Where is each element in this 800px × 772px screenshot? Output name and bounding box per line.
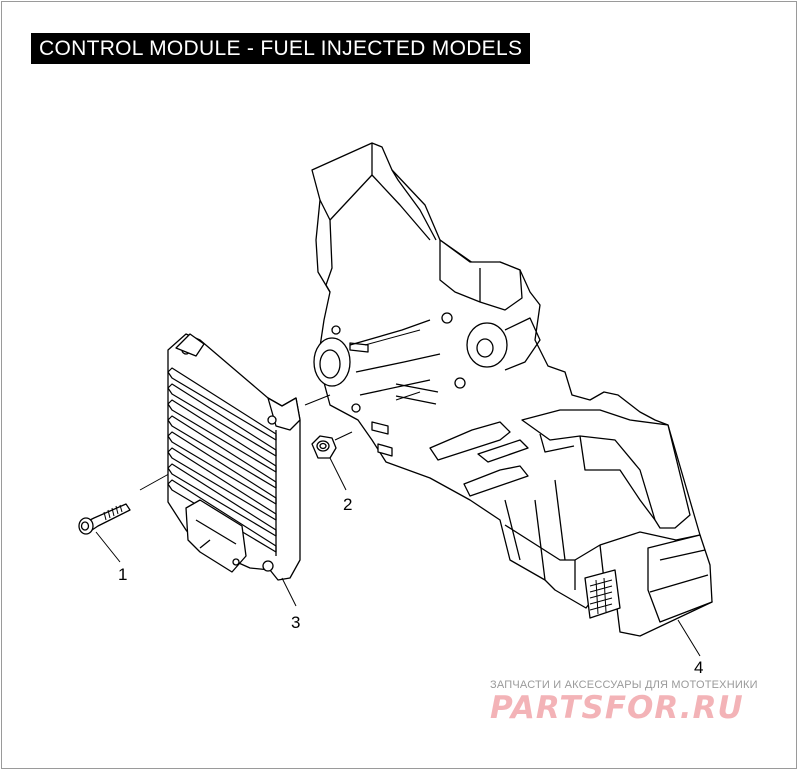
diagram-title: CONTROL MODULE - FUEL INJECTED MODELS — [31, 33, 531, 64]
leader-lines — [95, 457, 701, 657]
part-2-nut — [311, 435, 337, 459]
part-3-control-module — [167, 333, 301, 581]
part-1-screw — [78, 503, 131, 535]
callout-3: 3 — [291, 613, 300, 632]
part-4-mounting-bracket — [311, 142, 713, 637]
watermark-brand-logo: PARTSFOR.RU — [490, 690, 744, 726]
callout-2: 2 — [343, 495, 352, 514]
watermark-tagline: ЗАПЧАСТИ И АКСЕССУАРЫ ДЛЯ МОТОТЕХНИКИ — [490, 679, 758, 691]
callout-1: 1 — [118, 565, 127, 584]
callout-4: 4 — [694, 658, 703, 677]
